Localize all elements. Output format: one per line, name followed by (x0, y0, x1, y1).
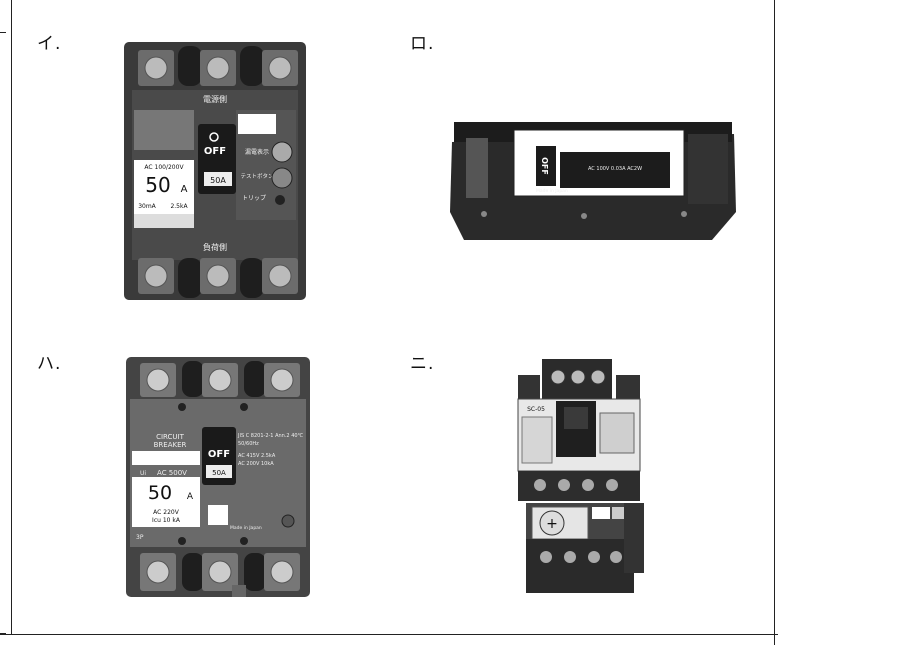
off-indicator: OFF (204, 146, 226, 157)
ui-value: AC 500V (157, 469, 187, 477)
breaker-title-line2: BREAKER (154, 441, 187, 449)
option-label-i: イ. (37, 34, 62, 54)
icu-rating: Icu 10 kA (152, 517, 181, 524)
ue-line-1: AC 415V 2.5kA (238, 453, 276, 459)
frequency-text: 50/60Hz (238, 441, 259, 447)
breaker-spec: AC 100V 0.03A AC2W (588, 166, 642, 172)
ac-voltage: AC 220V (153, 509, 180, 516)
option-label-ni: ニ. (410, 354, 435, 374)
earth-leakage-breaker-image: 電源側 OFF 50A AC 100/200V 50 A 30mA 2.5kA … (124, 42, 306, 300)
handle-rating: 50A (212, 469, 226, 477)
made-in-label: Made in Japan (536, 188, 568, 194)
molded-case-circuit-breaker-image: CIRCUIT BREAKER Ui AC 500V 50 A AC 220V … (126, 357, 310, 597)
off-indicator: OFF (540, 157, 549, 175)
rated-voltage: AC 100/200V (144, 164, 184, 171)
margin-tick (0, 633, 6, 634)
handle-rating: 50A (210, 176, 226, 185)
top-terminals (138, 46, 298, 86)
test-button-text: テストボタン (240, 172, 274, 180)
ue-line-2: AC 200V 10kA (238, 461, 274, 467)
load-side-text: 負荷側 (203, 242, 227, 252)
breaker-title-line1: CIRCUIT (156, 433, 185, 441)
sensitivity-current: 30mA (138, 203, 156, 210)
ui-label: Ui (140, 470, 146, 477)
margin-tick (0, 32, 6, 33)
rated-current-unit: A (187, 492, 194, 502)
made-in-label: Made in Japan (230, 525, 262, 531)
svg-text:+: + (546, 516, 558, 532)
frame-left-border (11, 0, 12, 634)
rated-current-unit: A (181, 184, 188, 195)
rated-current: 50 (148, 482, 172, 504)
option-label-ro: ロ. (410, 34, 435, 54)
magnetic-starter-image: SC-05 + (517, 359, 644, 593)
compact-breaker-image: OFF AC 100V 0.03A AC2W Made in Japan (450, 122, 736, 240)
trip-text: トリップ (242, 195, 266, 202)
frame-right-border (774, 0, 775, 645)
top-terminals (140, 361, 300, 397)
off-indicator: OFF (208, 449, 230, 460)
bottom-terminals (138, 258, 298, 298)
source-side-text: 電源側 (203, 94, 227, 104)
standard-text: JIS C 8201-2-1 Ann.2 40℃ (237, 433, 304, 439)
frame-bottom-border (0, 634, 778, 635)
bottom-terminals (140, 553, 300, 597)
poles-label: 3P (136, 534, 144, 541)
rated-current: 50 (145, 173, 170, 197)
model-label: SC-05 (527, 406, 545, 413)
breaking-capacity: 2.5kA (170, 203, 188, 210)
option-label-ha: ハ. (37, 354, 62, 374)
leakage-indicator-text: 漏電表示 (245, 148, 269, 156)
